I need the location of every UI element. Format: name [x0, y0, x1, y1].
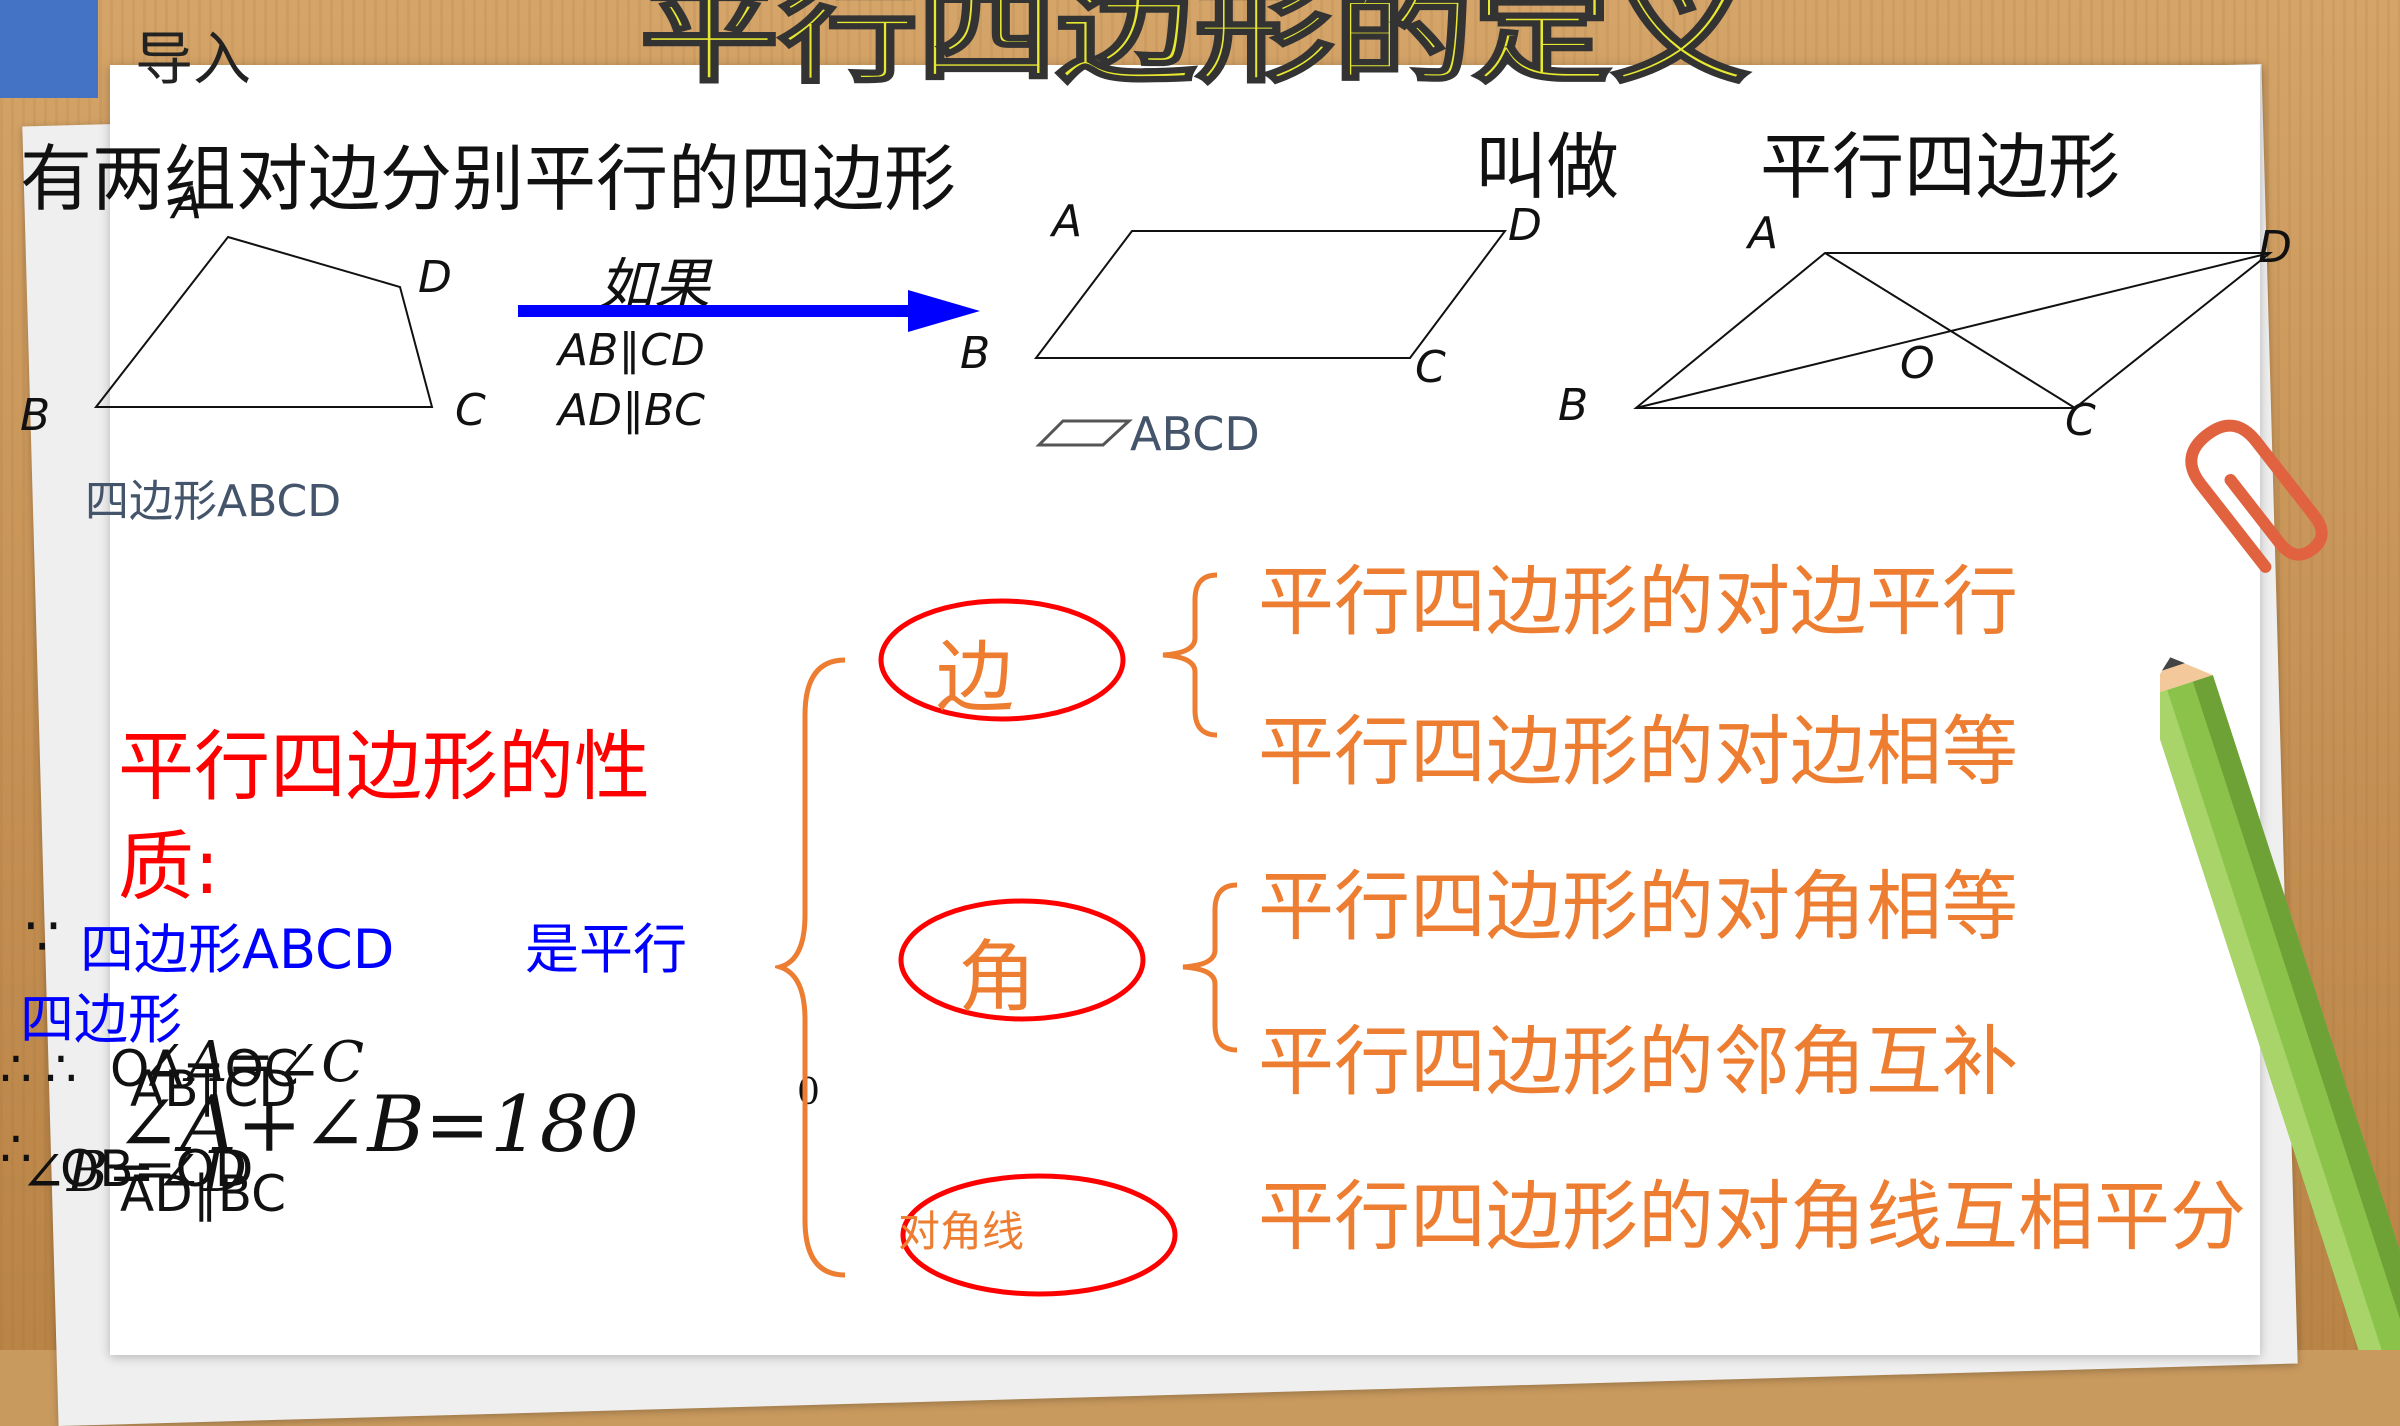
because-symbol: ∵: [25, 905, 60, 968]
fig1-label-a: A: [172, 178, 203, 229]
fig1-label-c: C: [455, 385, 486, 436]
category-side: 边: [936, 633, 1015, 723]
statement-adjacent-angles-supplementary: 平行四边形的邻角互补: [1258, 1017, 2018, 1106]
fig2-label-b: B: [960, 328, 991, 379]
paperclip-icon: [2185, 419, 2328, 573]
therefore-symbol-1: ∴: [0, 1040, 32, 1098]
given-quadrilateral: 四边形ABCD: [80, 918, 395, 981]
statement-opposite-sides-parallel: 平行四边形的对边平行: [1258, 557, 2018, 646]
condition-ad-bc: AD∥BC: [558, 385, 705, 436]
side-ellipse-icon: [878, 598, 1126, 722]
given-quadrilateral-end: 四边形: [20, 988, 182, 1051]
page-title: 平行四边形的定义: [640, 0, 1752, 99]
given-is-parallel: 是平行: [525, 918, 687, 981]
angle-ellipse-icon: [898, 898, 1146, 1022]
conclusion-ob-od: OB=OD: [60, 1140, 254, 1198]
fig3-label-d: D: [2258, 222, 2292, 273]
fig1-label-d: D: [418, 252, 452, 303]
definition-term: 平行四边形: [1760, 125, 2121, 209]
pencil-icon: [2160, 657, 2400, 1350]
condition-ab-cd: AB∥CD: [558, 325, 705, 376]
fig2-label-a: A: [1052, 196, 1083, 247]
paper-sheet: [110, 65, 2260, 1355]
fig3-label-b: B: [1558, 380, 1589, 431]
fig3-label-o: O: [1900, 338, 1935, 389]
fig3-label-c: C: [2065, 395, 2096, 446]
svg-text:平行四边形的定义: 平行四边形的定义: [640, 0, 1750, 97]
conclusion-angle-a-c: ∠A=∠C: [140, 1030, 365, 1095]
fig2-label-c: C: [1415, 342, 1446, 393]
right-arrow-icon: [518, 290, 980, 332]
properties-heading-line1: 平行四边形的性: [118, 722, 650, 811]
quadrilateral-figure: [93, 235, 434, 408]
large-brace-icon: [775, 657, 846, 1278]
fig2-label-d: D: [1508, 200, 1542, 251]
fig1-caption: 四边形ABCD: [85, 476, 342, 527]
properties-heading-line2: 质:: [118, 822, 220, 911]
conclusion-oa-oc: OA=OC: [110, 1040, 299, 1098]
statement-opposite-angles-equal: 平行四边形的对角相等: [1258, 862, 2018, 951]
category-angle: 角: [958, 933, 1037, 1023]
conclusion-angle-sum: ∠A+∠B=180: [115, 1080, 639, 1170]
angle-brace-icon: [1182, 882, 1238, 1053]
therefore-symbol-2: ∴: [45, 1040, 77, 1098]
fig2-caption: ABCD: [1130, 407, 1260, 461]
parallelogram-symbol-icon: [1035, 419, 1133, 447]
conclusion-ad-bc: AD∥BC: [120, 1165, 287, 1223]
conclusion-angle-b-d: ∠B=∠D: [20, 1140, 247, 1205]
definition-text: 有两组对边分别平行的四边形: [20, 137, 957, 221]
diagonal-ellipse-icon: [900, 1173, 1178, 1297]
fig3-label-a: A: [1748, 208, 1779, 259]
corner-blue-square: [0, 0, 98, 98]
statement-opposite-sides-equal: 平行四边形的对边相等: [1258, 707, 2018, 796]
side-brace-icon: [1162, 572, 1218, 738]
statement-diagonals-bisect: 平行四边形的对角线互相平分: [1258, 1172, 2246, 1261]
definition-called: 叫做: [1475, 125, 1620, 209]
conclusion-ab-cd: AB∥CD: [130, 1060, 297, 1118]
parallelogram-figure: [1033, 230, 1507, 359]
fig1-label-b: B: [20, 390, 51, 441]
intro-tag: 导入: [135, 25, 252, 93]
category-diagonal: 对角线: [898, 1207, 1025, 1256]
parallelogram-diagonals-figure: [1633, 252, 2273, 409]
therefore-symbol-3: ∴: [0, 1120, 32, 1178]
